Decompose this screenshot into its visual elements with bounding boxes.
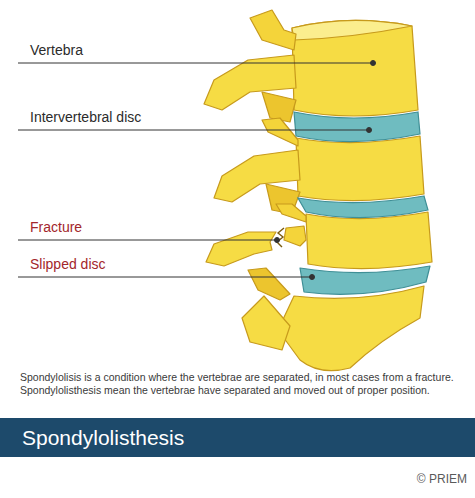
leader-line <box>18 130 368 131</box>
leader-line <box>18 63 372 64</box>
part-label: Slipped disc <box>30 256 106 273</box>
title-text: Spondylolisthesis <box>0 418 475 450</box>
leader-dot <box>275 238 280 243</box>
vertebral-body <box>296 136 424 201</box>
articular-process <box>262 118 298 146</box>
leader-line <box>18 240 276 241</box>
sacrum <box>278 286 424 371</box>
leader-line <box>18 277 311 278</box>
part-label: Fracture <box>30 219 82 236</box>
leader-dot <box>371 61 376 66</box>
disc <box>294 112 420 142</box>
vertebral-body <box>306 212 432 269</box>
part-label: Intervertebral disc <box>30 109 141 126</box>
disc <box>298 196 428 218</box>
leader-dot <box>367 128 372 133</box>
title-band: Spondylolisthesis <box>0 418 475 457</box>
articular-process <box>276 204 306 222</box>
part-label: Vertebra <box>30 42 83 59</box>
pars-fragment <box>284 226 306 246</box>
vertebral-body <box>292 20 418 116</box>
copyright-label: © PRIEM <box>417 472 467 487</box>
sacral-crest <box>242 296 290 350</box>
articular-process <box>248 268 290 300</box>
detached-arch <box>206 232 276 266</box>
caption-text: Spondylolisis is a condition where the v… <box>20 371 460 397</box>
leader-dot <box>310 275 315 280</box>
articular-process <box>262 92 296 122</box>
articular-process <box>250 10 296 50</box>
vertebral-top <box>292 20 412 40</box>
